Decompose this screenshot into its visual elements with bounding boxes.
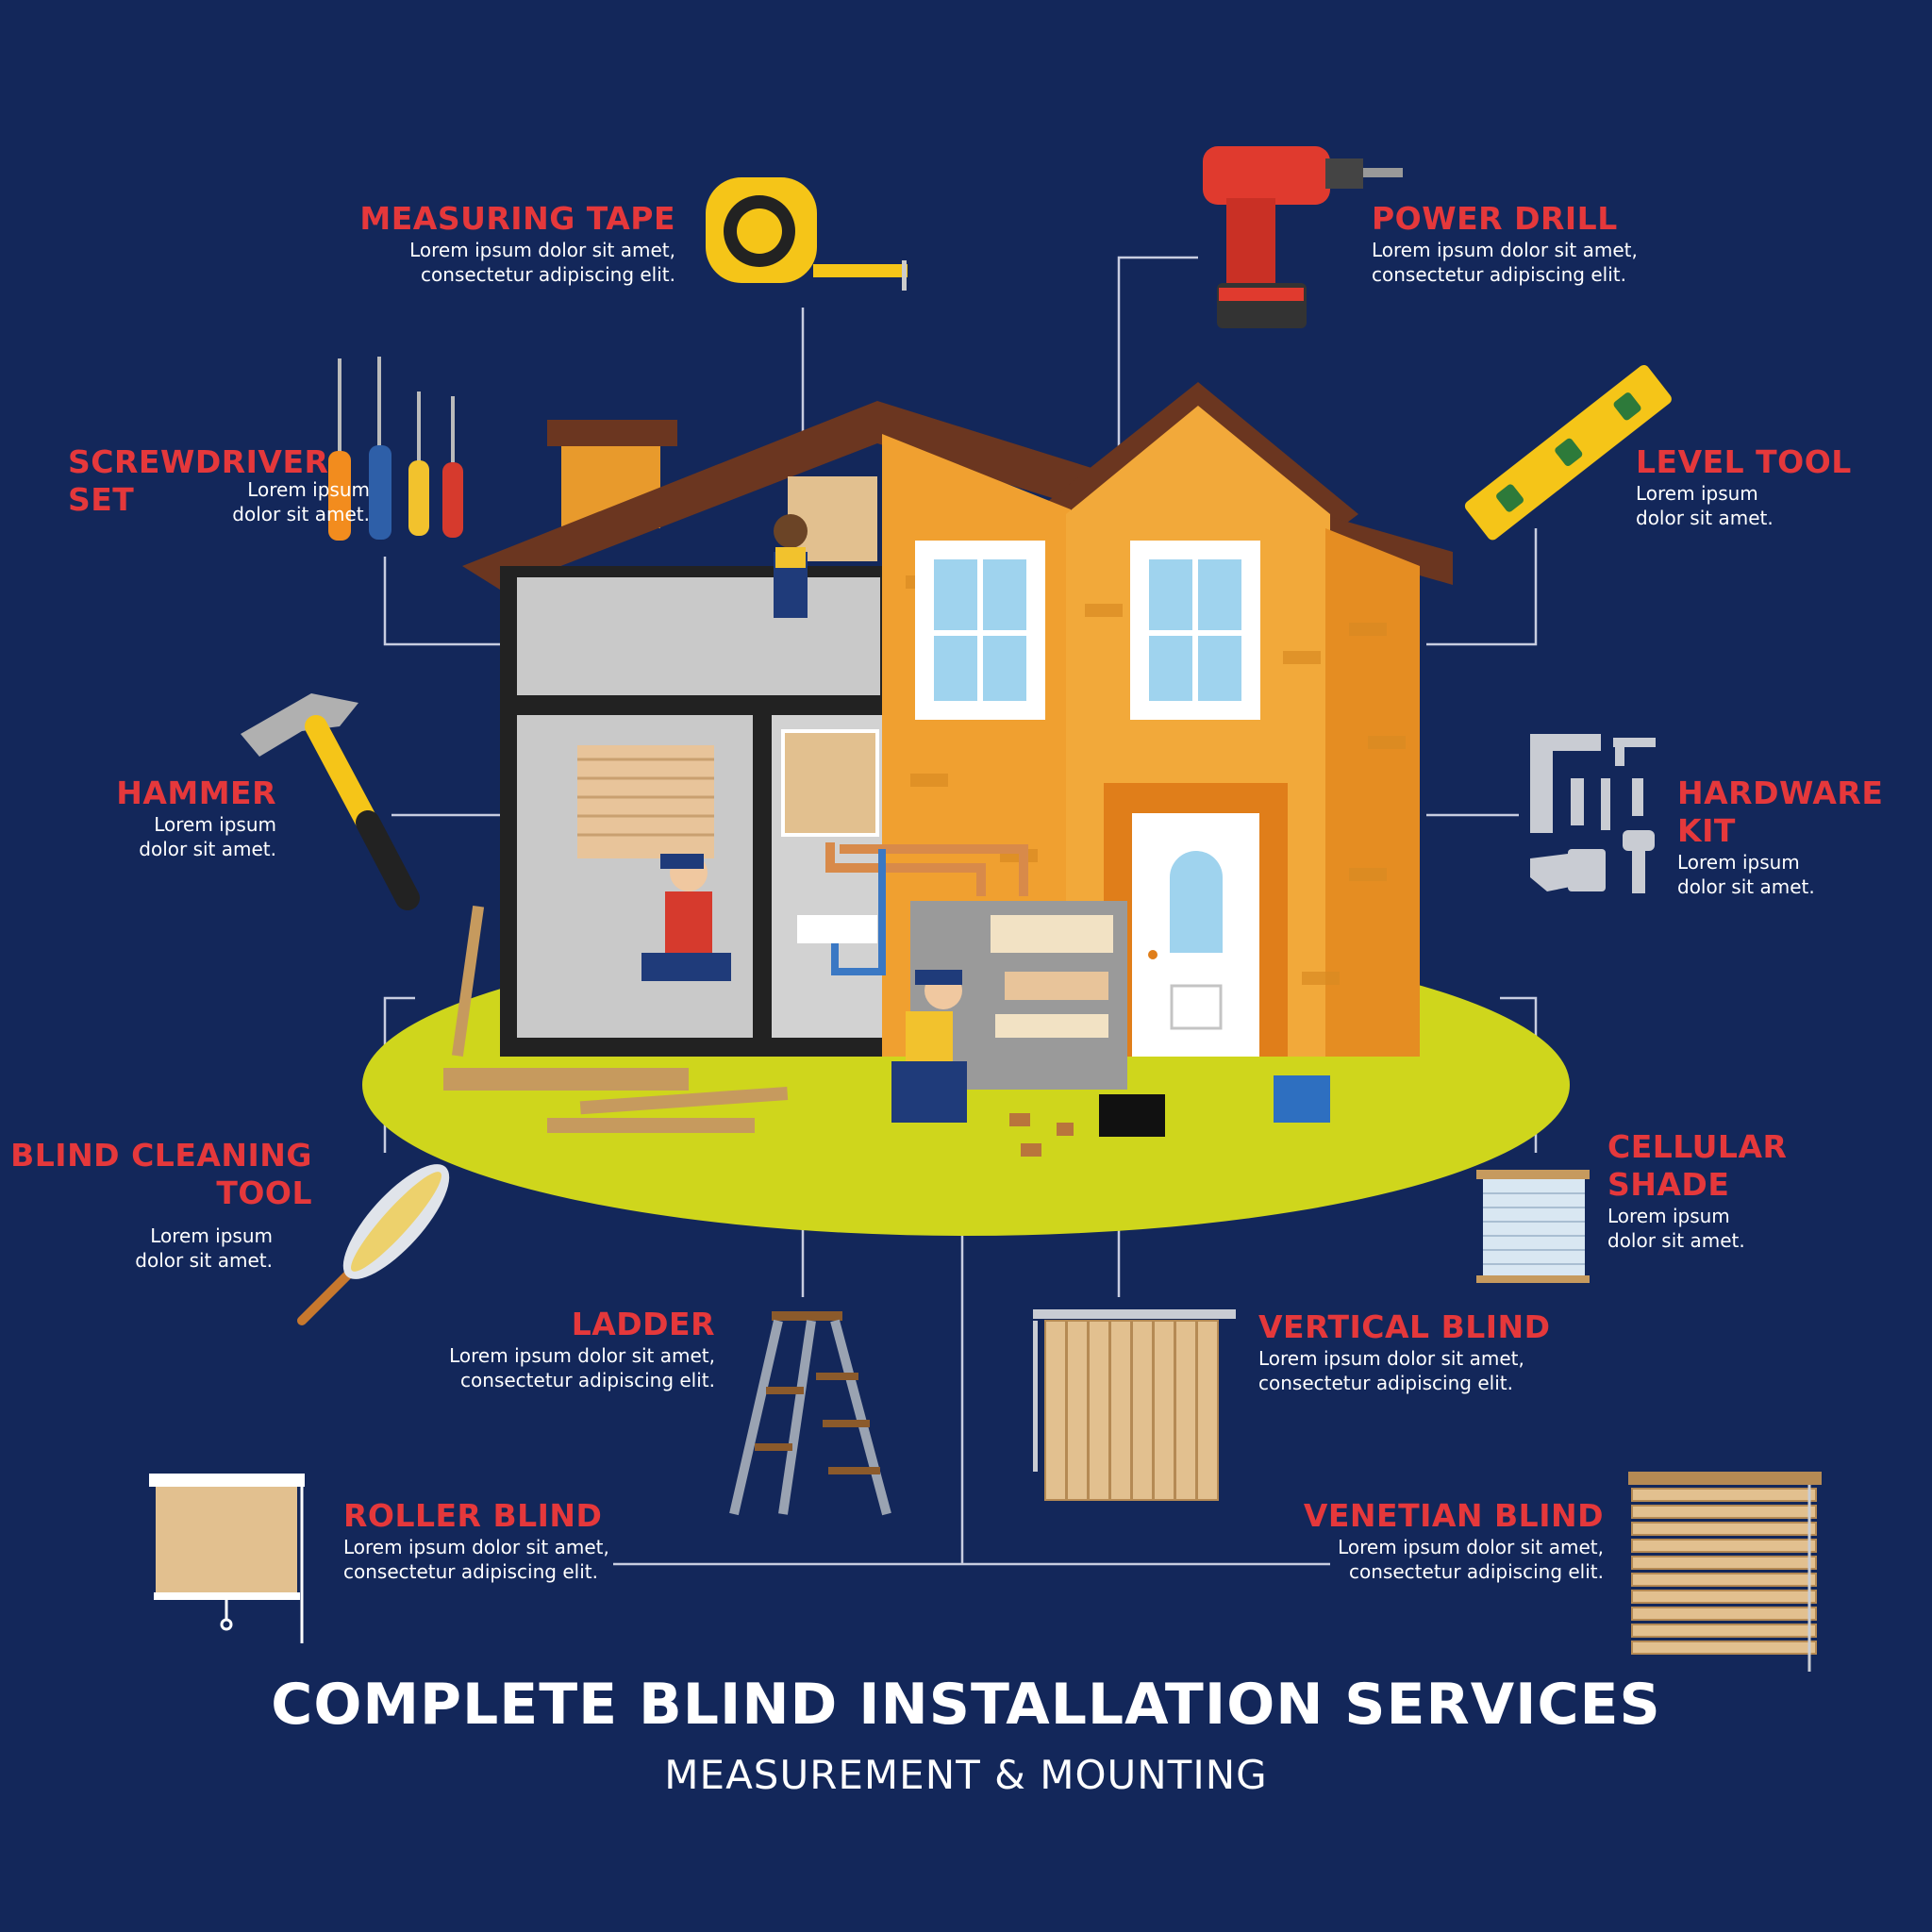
callout-level-tool: LEVEL TOOL Lorem ipsum dolor sit amet.: [1636, 443, 1852, 530]
callout-text: dolor sit amet.: [139, 838, 276, 860]
callout-title: CELLULAR: [1607, 1128, 1788, 1165]
connector-power-drill: [1117, 256, 1198, 448]
hammer-icon: [241, 693, 420, 910]
callout-text: consectetur adipiscing elit.: [1258, 1372, 1513, 1394]
callout-cellular-shade: CELLULAR SHADE Lorem ipsum dolor sit ame…: [1607, 1128, 1787, 1253]
callout-text: dolor sit amet.: [1607, 1229, 1745, 1252]
callout-title: LEVEL TOOL: [1636, 443, 1852, 480]
power-drill-icon: [1203, 146, 1403, 328]
attic-room: [517, 577, 880, 695]
callout-title: POWER DRILL: [1372, 200, 1618, 237]
callout-text: dolor sit amet.: [232, 503, 370, 525]
callout-text: consectetur adipiscing elit.: [1349, 1560, 1604, 1583]
sink: [797, 915, 877, 943]
callout-text: Lorem ipsum dolor sit amet,: [449, 1344, 715, 1367]
callout-title: LADDER: [571, 1306, 715, 1342]
callout-text: dolor sit amet.: [1636, 507, 1774, 529]
callout-title: HAMMER: [116, 774, 276, 811]
callout-text: Lorem ipsum: [150, 1224, 273, 1247]
callout-ladder: LADDER Lorem ipsum dolor sit amet, conse…: [449, 1306, 715, 1392]
level-tool-icon: [1464, 364, 1672, 541]
duster-icon: [297, 1164, 450, 1325]
interior-venetian-blind: [577, 745, 714, 858]
callout-text: Lorem ipsum dolor sit amet,: [1338, 1536, 1604, 1558]
ladder-icon: [729, 1311, 891, 1516]
callout-title: ROLLER BLIND: [343, 1497, 603, 1534]
callout-text: dolor sit amet.: [1677, 875, 1815, 898]
house-wall-right: [1325, 528, 1420, 1057]
callout-blind-cleaning-tool: BLIND CLEANING TOOL Lorem ipsum dolor si…: [10, 1137, 312, 1273]
callout-text: Lorem ipsum dolor sit amet,: [1372, 239, 1638, 261]
callout-text: consectetur adipiscing elit.: [460, 1369, 715, 1391]
wood-planks: [443, 905, 789, 1133]
callout-title: MEASURING TAPE: [359, 200, 675, 237]
callout-title: HARDWARE: [1677, 774, 1884, 811]
roller-blind-icon: [149, 1474, 305, 1643]
screwdriver-set-icon: [328, 357, 463, 541]
hardware-kit-icon: [1530, 734, 1656, 893]
callout-power-drill: POWER DRILL Lorem ipsum dolor sit amet, …: [1372, 200, 1638, 287]
venetian-blind-icon: [1628, 1472, 1822, 1672]
callout-title: KIT: [1677, 812, 1736, 849]
paint-bucket: [1274, 1075, 1330, 1123]
worker-attic: [774, 514, 808, 618]
callout-text: consectetur adipiscing elit.: [343, 1560, 598, 1583]
callout-text: Lorem ipsum dolor sit amet,: [1258, 1347, 1524, 1370]
callout-title: VERTICAL BLIND: [1258, 1308, 1551, 1345]
callout-text: Lorem ipsum dolor sit amet,: [409, 239, 675, 261]
connector-screwdriver: [383, 557, 500, 646]
callout-text: Lorem ipsum dolor sit amet,: [343, 1536, 609, 1558]
worker-floor: [891, 970, 967, 1123]
page-title: COMPLETE BLIND INSTALLATION SERVICES: [271, 1672, 1661, 1738]
callout-title: BLIND CLEANING: [10, 1137, 312, 1174]
callout-hammer: HAMMER Lorem ipsum dolor sit amet.: [116, 774, 276, 861]
callout-text: dolor sit amet.: [135, 1249, 273, 1272]
callout-hardware-kit: HARDWARE KIT Lorem ipsum dolor sit amet.: [1677, 774, 1883, 899]
callout-text: Lorem ipsum: [1607, 1205, 1730, 1227]
callout-title: SET: [68, 481, 135, 518]
callout-text: Lorem ipsum: [1636, 482, 1758, 505]
vertical-blind-icon: [1033, 1309, 1236, 1501]
page-subtitle: MEASUREMENT & MOUNTING: [664, 1752, 1268, 1798]
worker-window: [641, 854, 731, 981]
callout-screwdriver-set: SCREWDRIVER SET Lorem ipsum dolor sit am…: [68, 443, 370, 525]
callout-text: consectetur adipiscing elit.: [421, 263, 675, 286]
measuring-tape-icon: [706, 177, 908, 291]
callout-title: SHADE: [1607, 1166, 1730, 1203]
connector-level: [1426, 528, 1538, 646]
callout-title: SCREWDRIVER: [68, 443, 329, 480]
cellular-shade-icon: [1476, 1170, 1590, 1283]
toolbox: [1099, 1094, 1165, 1137]
callout-roller-blind: ROLLER BLIND Lorem ipsum dolor sit amet,…: [343, 1497, 609, 1584]
callout-vertical-blind: VERTICAL BLIND Lorem ipsum dolor sit ame…: [1258, 1308, 1551, 1395]
roof-left: [462, 401, 1104, 590]
callout-text: Lorem ipsum: [247, 478, 370, 501]
callout-text: consectetur adipiscing elit.: [1372, 263, 1626, 286]
callout-text: Lorem ipsum: [154, 813, 276, 836]
callout-text: Lorem ipsum: [1677, 851, 1800, 874]
interior-roller-blind: [781, 729, 879, 837]
callout-title: VENETIAN BLIND: [1303, 1497, 1604, 1534]
callout-venetian-blind: VENETIAN BLIND Lorem ipsum dolor sit ame…: [1304, 1497, 1604, 1584]
callout-title: TOOL: [216, 1174, 312, 1211]
callout-measuring-tape: MEASURING TAPE Lorem ipsum dolor sit ame…: [359, 200, 675, 287]
